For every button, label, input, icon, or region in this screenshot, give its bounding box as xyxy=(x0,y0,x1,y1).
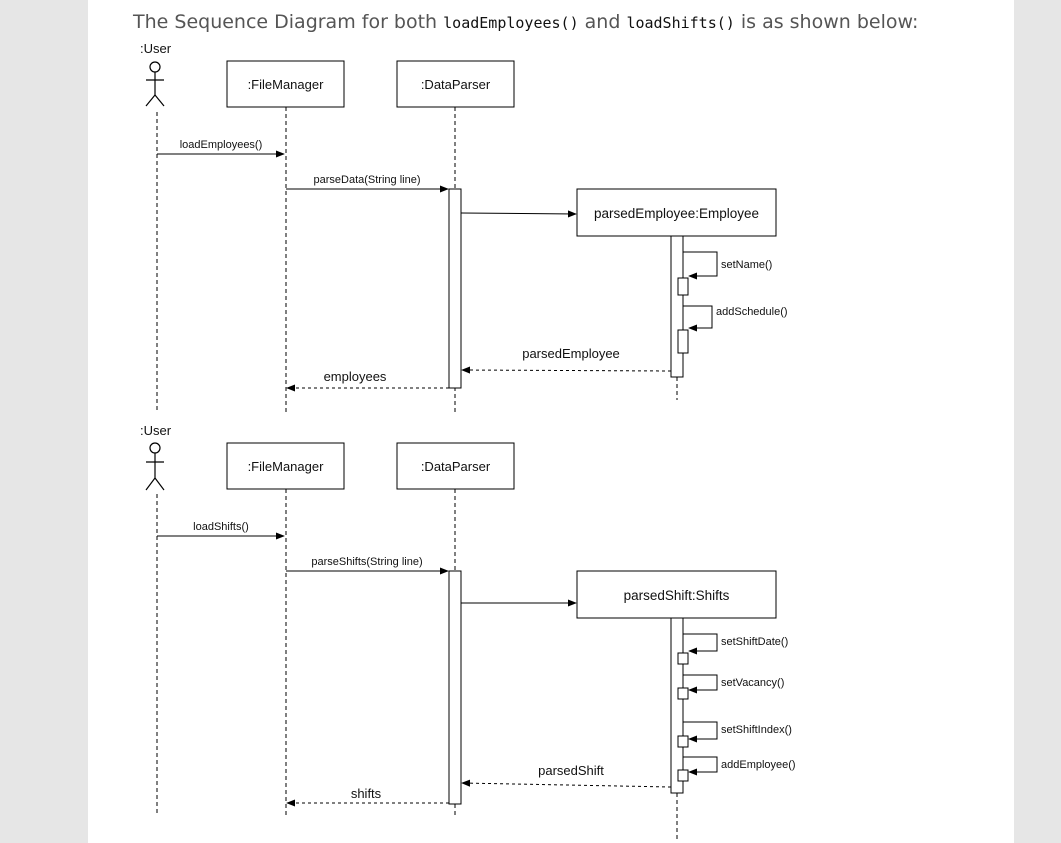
created-object-employee: parsedEmployee:Employee xyxy=(576,188,777,237)
message-label: parseShifts(String line) xyxy=(311,556,422,568)
data-parser-activation xyxy=(448,570,462,805)
message-label: loadEmployees() xyxy=(180,139,263,151)
participant-data-parser: :DataParser xyxy=(396,442,515,490)
return-employees: employees xyxy=(286,369,449,392)
user-actor-icon xyxy=(145,442,165,491)
self-call-activation xyxy=(677,769,689,782)
self-call-activation xyxy=(677,652,689,665)
participant-label: :DataParser xyxy=(421,459,491,474)
intro-middle: and xyxy=(578,11,627,33)
created-object-label: parsedEmployee:Employee xyxy=(594,206,759,221)
message-label: loadShifts() xyxy=(193,521,249,533)
message-load-employees: loadEmployees() xyxy=(157,139,285,158)
shift-activation xyxy=(670,617,684,794)
message-label: addSchedule() xyxy=(716,306,788,318)
return-parsed-shift: parsedShift xyxy=(461,763,672,788)
self-call-set-shift-index: setShiftIndex() xyxy=(683,721,792,743)
document-page xyxy=(88,0,1014,843)
participant-label: :DataParser xyxy=(421,77,491,92)
self-call-set-shift-date: setShiftDate() xyxy=(683,633,788,655)
participant-file-manager: :FileManager xyxy=(226,60,345,108)
self-call-activation xyxy=(677,735,689,748)
message-create-employee xyxy=(460,210,577,218)
message-label: setVacancy() xyxy=(721,677,784,689)
return-shifts: shifts xyxy=(286,786,449,807)
message-label: setShiftDate() xyxy=(721,636,788,648)
participant-label: :FileManager xyxy=(248,77,325,92)
message-parse-shifts: parseShifts(String line) xyxy=(286,556,449,575)
message-label: parsedEmployee xyxy=(522,346,620,361)
message-label: setShiftIndex() xyxy=(721,724,792,736)
sequence-diagram-load-shifts: :User :FileManager :DataParser xyxy=(140,423,796,841)
intro-suffix: is as shown below: xyxy=(734,11,919,33)
actor-label: :User xyxy=(140,41,172,56)
participant-data-parser: :DataParser xyxy=(396,60,515,108)
message-label: parseData(String line) xyxy=(314,174,421,186)
created-object-label: parsedShift:Shifts xyxy=(624,588,730,603)
sequence-diagram-load-employees: :User :FileManager :DataParser xyxy=(140,41,788,412)
employee-activation xyxy=(670,235,684,378)
actor-label: :User xyxy=(140,423,172,438)
message-label: addEmployee() xyxy=(721,759,796,771)
intro-code-load-shifts: loadShifts() xyxy=(626,14,735,32)
self-call-add-employee: addEmployee() xyxy=(683,756,796,776)
created-object-shift: parsedShift:Shifts xyxy=(576,570,777,619)
return-parsed-employee: parsedEmployee xyxy=(461,346,672,374)
intro-code-load-employees: loadEmployees() xyxy=(443,14,579,32)
self-call-activation xyxy=(677,277,689,296)
self-call-add-schedule: addSchedule() xyxy=(683,305,788,332)
participant-file-manager: :FileManager xyxy=(226,442,345,490)
message-label: employees xyxy=(324,369,387,384)
intro-paragraph: The Sequence Diagram for both loadEmploy… xyxy=(133,11,918,33)
self-call-set-vacancy: setVacancy() xyxy=(683,674,784,694)
message-load-shifts: loadShifts() xyxy=(157,521,285,540)
intro-prefix: The Sequence Diagram for both xyxy=(133,11,444,33)
self-call-activation xyxy=(677,687,689,700)
data-parser-activation xyxy=(448,188,462,389)
user-actor-icon xyxy=(145,61,165,107)
message-label: shifts xyxy=(351,786,382,801)
message-label: setName() xyxy=(721,259,772,271)
message-parse-data: parseData(String line) xyxy=(286,174,449,193)
message-label: parsedShift xyxy=(538,763,604,778)
self-call-activation xyxy=(677,329,689,354)
participant-label: :FileManager xyxy=(248,459,325,474)
self-call-set-name: setName() xyxy=(683,251,772,280)
